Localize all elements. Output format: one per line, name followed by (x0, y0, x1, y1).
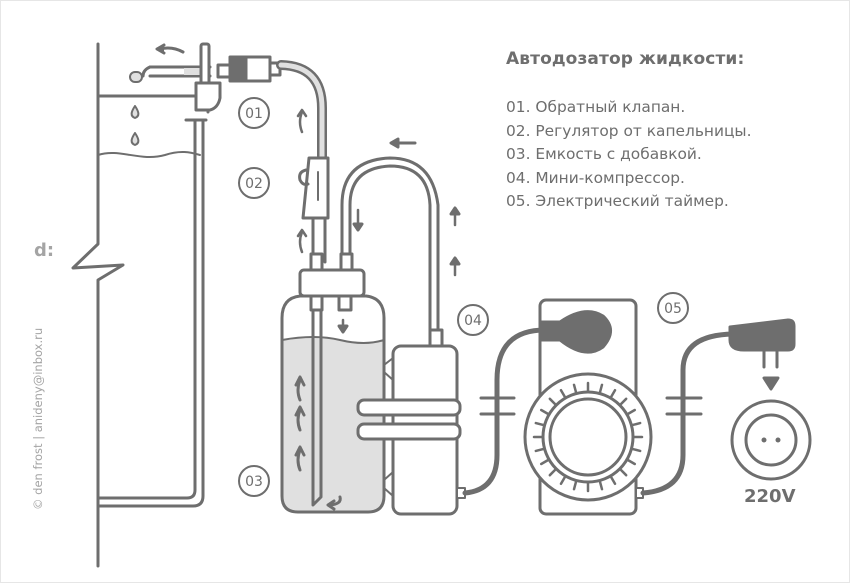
timer-tick (609, 475, 617, 486)
air-tube (340, 137, 461, 332)
callout-markers (238, 97, 689, 497)
callout-03: 03 (245, 474, 263, 490)
legend-list: 01. Обратный клапан. 02. Регулятор от ка… (506, 96, 751, 214)
supply-tube (276, 60, 327, 165)
timer-tick (548, 468, 557, 477)
voltage-label: 220V (744, 486, 796, 507)
timer-tick (539, 458, 550, 466)
logo-icon: d: (34, 240, 54, 261)
timer-tick (572, 383, 578, 394)
mini-compressor (356, 328, 466, 516)
drip-regulator (298, 156, 330, 264)
legend-item: 01. Обратный клапан. (506, 98, 686, 116)
timer-tick (598, 480, 604, 491)
callout-02: 02 (245, 176, 263, 192)
legend-item: 03. Емкость с добавкой. (506, 145, 702, 163)
callout-05: 05 (664, 301, 682, 317)
timer-tick (534, 421, 545, 427)
timer-tick (631, 421, 642, 427)
author-credit: © den frost | anideny@inbox.ru (31, 327, 45, 510)
timer-tick (534, 447, 545, 453)
timer-tick (598, 383, 604, 394)
water-drop-icon (130, 105, 140, 146)
legend-item: 04. Мини-компрессор. (506, 168, 685, 187)
timer-tick (626, 408, 637, 416)
timer-tick (572, 480, 578, 491)
timer-tick (631, 447, 642, 453)
timer-tick (559, 475, 567, 486)
callout-04: 04 (464, 313, 482, 329)
check-valve (129, 42, 282, 112)
timer-tick (619, 468, 628, 477)
timer-tick (626, 458, 637, 466)
diagram-title: Автодозатор жидкости: (506, 49, 745, 69)
callout-01: 01 (245, 106, 263, 122)
legend-item: 05. Электрический таймер. (506, 192, 729, 210)
timer-tick (548, 397, 557, 406)
electric-timer (523, 298, 653, 516)
timer-tick (539, 408, 550, 416)
flow-arrow-icon (296, 108, 308, 254)
additive-container (280, 252, 386, 514)
timer-tick (559, 388, 567, 399)
timer-tick (609, 388, 617, 399)
compressor-cable (462, 310, 612, 496)
legend-item: 02. Регулятор от капельницы. (506, 121, 752, 140)
flow-arrow-icon (155, 43, 185, 55)
power-cable (640, 318, 796, 496)
power-socket (730, 399, 812, 481)
aquarium-tank (71, 42, 210, 568)
timer-tick (619, 397, 628, 406)
